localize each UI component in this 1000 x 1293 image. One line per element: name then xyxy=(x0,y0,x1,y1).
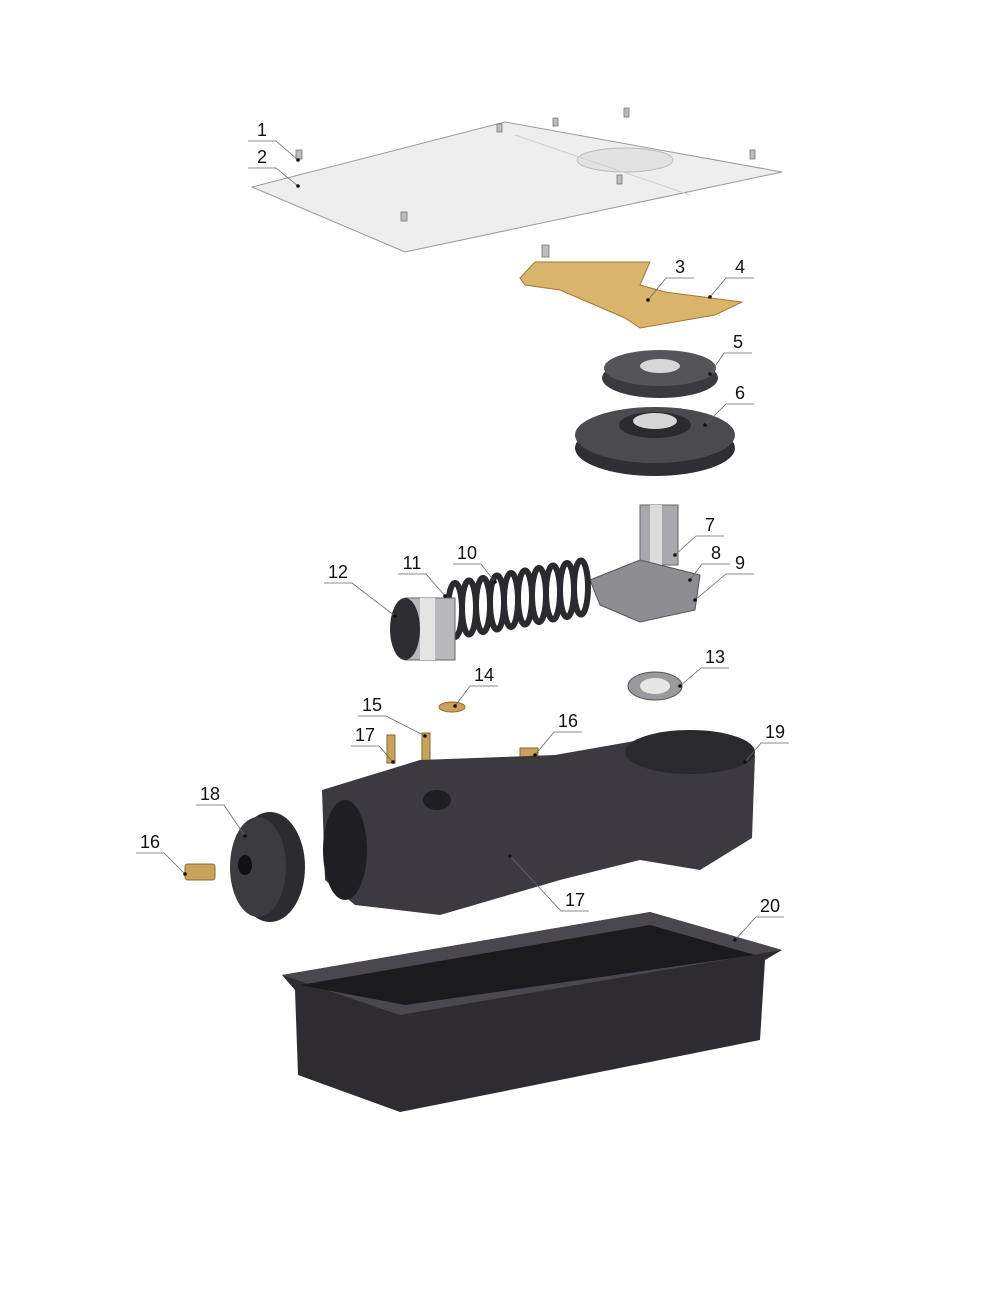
brass-bracket xyxy=(519,261,744,329)
callout-leader-line xyxy=(196,804,246,837)
callout-leader-line xyxy=(689,563,730,581)
piston xyxy=(390,597,456,661)
callout-label: 14 xyxy=(474,665,494,685)
callout-label: 4 xyxy=(735,257,745,277)
callout-dot xyxy=(183,872,187,876)
callout-leader-line xyxy=(709,352,752,375)
callout-leader-line xyxy=(674,535,724,556)
callout-leader-line xyxy=(694,573,754,601)
callout-label: 7 xyxy=(705,515,715,535)
callout-label: 9 xyxy=(735,553,745,573)
cam-ring xyxy=(602,350,718,398)
callout-leader-line xyxy=(358,715,426,737)
callout-label: 13 xyxy=(705,647,725,667)
callout-label: 2 xyxy=(257,147,267,167)
callout-dot xyxy=(391,760,395,764)
callout-leader-line xyxy=(248,140,299,161)
callout-dot xyxy=(296,184,300,188)
callout-label: 17 xyxy=(355,725,375,745)
callout-leader-line xyxy=(136,852,186,875)
callout-label: 20 xyxy=(760,896,780,916)
callout-label: 17 xyxy=(565,890,585,910)
callout-leader-line xyxy=(679,667,729,687)
housing-tray xyxy=(282,912,782,1112)
callout-label: 18 xyxy=(200,784,220,804)
callout-dot xyxy=(708,295,712,299)
callout-dot xyxy=(743,760,747,764)
callout-label: 3 xyxy=(675,257,685,277)
callout-leader-line xyxy=(647,277,694,301)
callout-leader-line xyxy=(351,745,394,763)
cast-body xyxy=(322,730,755,915)
callout-leader-line xyxy=(324,582,396,617)
callout-dot xyxy=(443,594,447,598)
callout-dot xyxy=(708,372,712,376)
callout-leader-line xyxy=(744,742,789,763)
callout-dot xyxy=(493,580,497,584)
callout-label: 10 xyxy=(457,543,477,563)
callout-leader-line xyxy=(534,731,582,756)
callout-label: 6 xyxy=(735,383,745,403)
callout-dot xyxy=(508,854,512,858)
callout-label: 15 xyxy=(362,695,382,715)
callout-dot xyxy=(673,553,677,557)
callout-dot xyxy=(678,684,682,688)
callout-dot xyxy=(688,578,692,582)
callout-dot xyxy=(453,704,457,708)
callout-leader-line xyxy=(704,403,754,426)
callout-leader-line xyxy=(709,277,754,298)
callout-label: 16 xyxy=(558,711,578,731)
callout-dot xyxy=(423,734,427,738)
callout-leader-line xyxy=(509,855,589,912)
bearing-plate xyxy=(575,407,735,476)
callout-label: 11 xyxy=(403,553,422,573)
ball-bearing xyxy=(627,671,683,701)
callout-dot xyxy=(733,938,737,942)
callout-leader-line xyxy=(734,916,784,941)
callout-dot xyxy=(703,423,707,427)
callout-label: 16 xyxy=(140,832,160,852)
callout-dot xyxy=(296,158,300,162)
spring-coil xyxy=(571,557,591,618)
callout-leader-line xyxy=(248,167,299,187)
end-plug xyxy=(230,812,305,922)
callout-leader-line xyxy=(453,563,496,583)
callout-label: 19 xyxy=(765,722,785,742)
callout-label: 12 xyxy=(328,562,348,582)
spindle-assembly xyxy=(589,504,701,623)
callout-label: 5 xyxy=(733,332,743,352)
callout-dot xyxy=(393,614,397,618)
callout-leader-line xyxy=(454,685,498,707)
spring xyxy=(445,557,591,640)
callout-dot xyxy=(533,753,537,757)
callout-dot xyxy=(243,834,247,838)
callout-dot xyxy=(693,598,697,602)
callout-dot xyxy=(646,298,650,302)
cover-plate xyxy=(250,121,783,253)
callout-leader-line xyxy=(398,573,446,597)
callout-label: 1 xyxy=(257,120,267,140)
callout-label: 8 xyxy=(711,543,721,563)
